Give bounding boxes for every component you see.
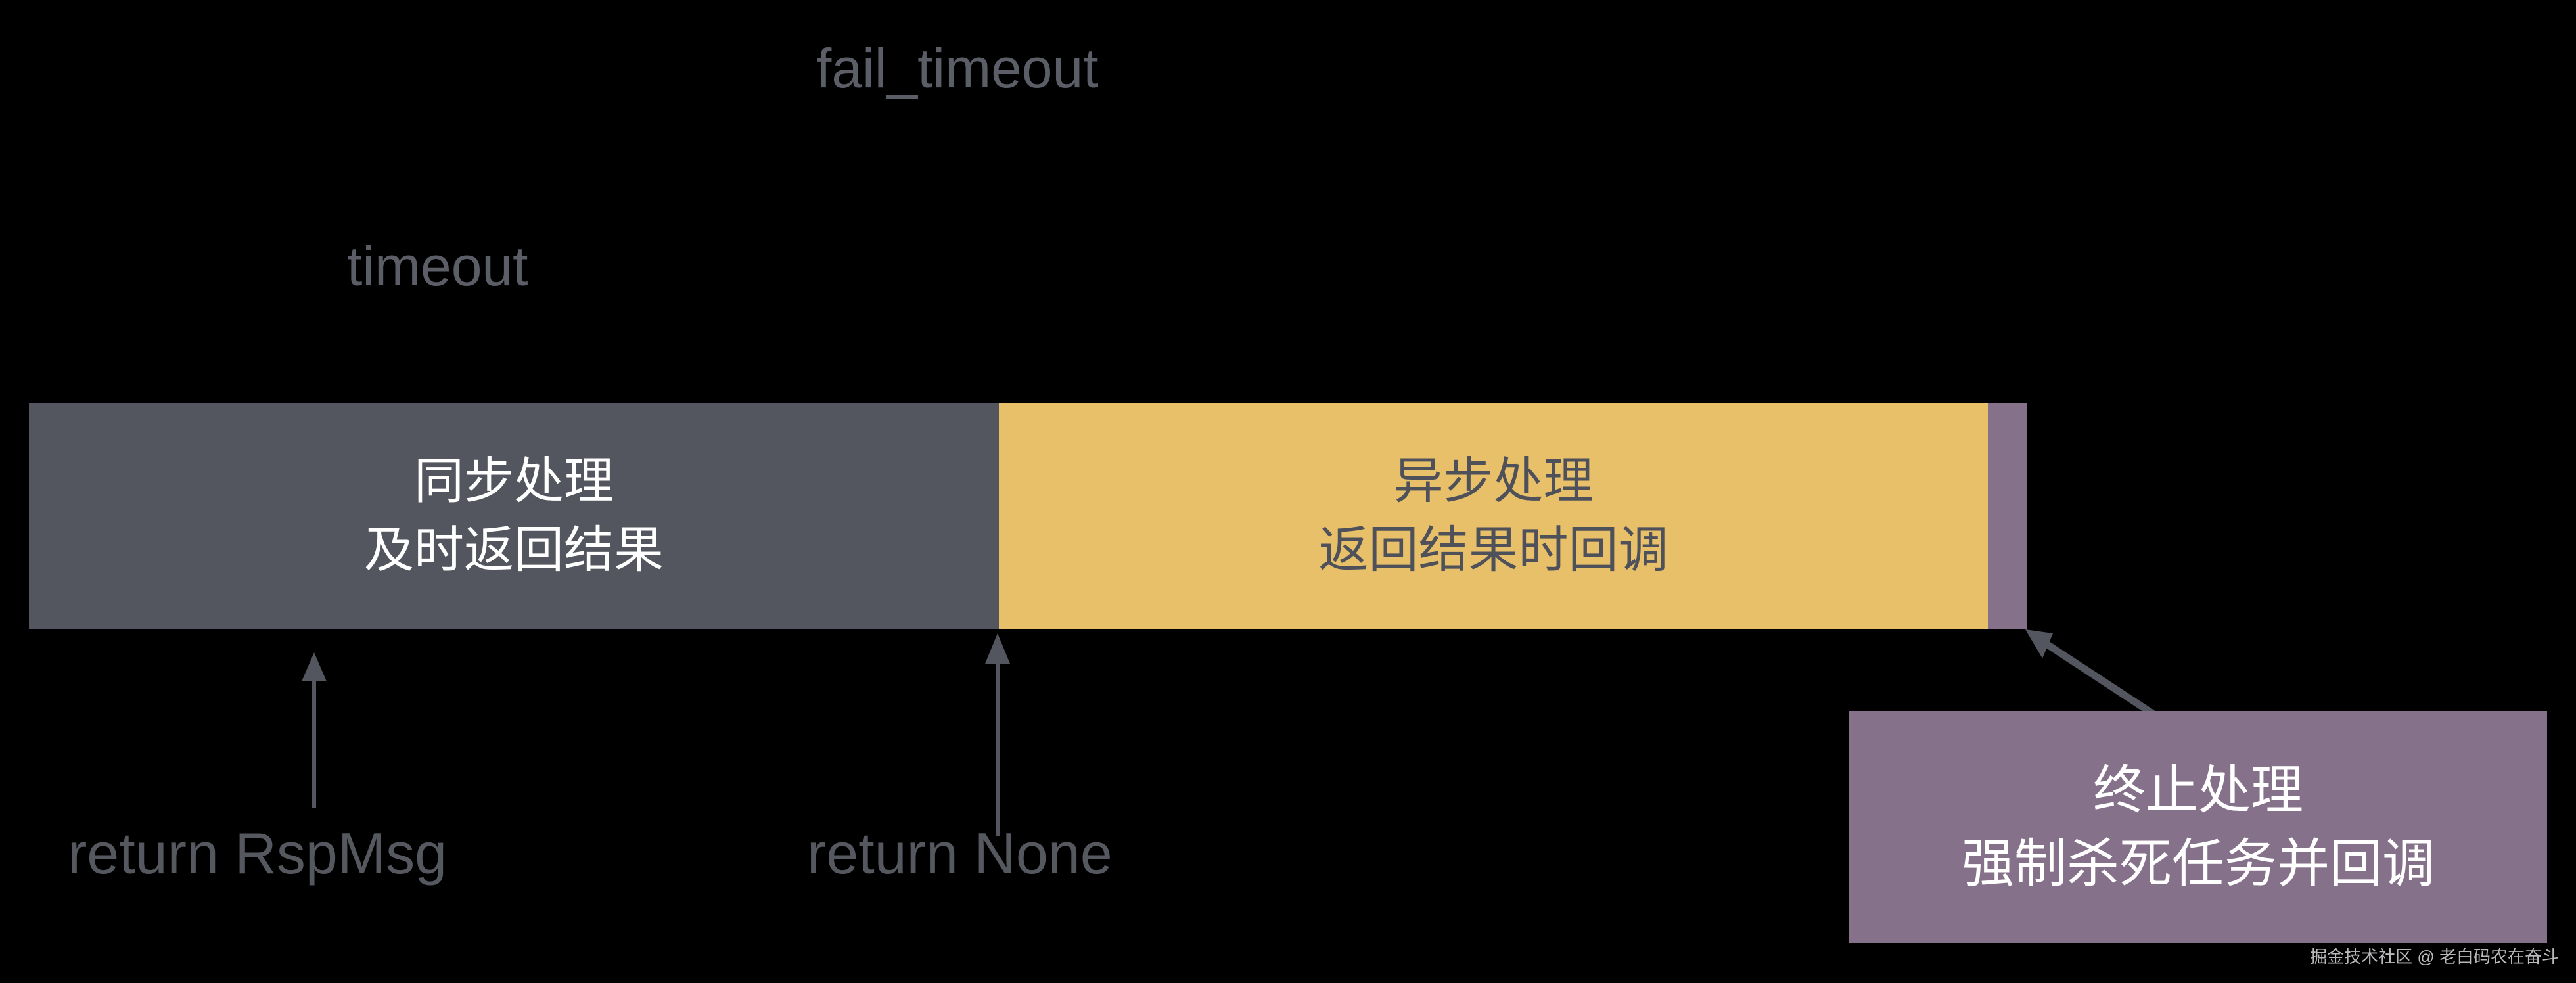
timeline-segment-sync: 同步处理 及时返回结果: [29, 403, 999, 629]
watermark: 掘金技术社区 @ 老白码农在奋斗: [2310, 947, 2559, 967]
arrow-up-icon-return-rspmsg: [302, 652, 327, 808]
segment-async-line1: 异步处理: [1393, 453, 1594, 510]
segment-sync-line1: 同步处理: [414, 453, 614, 510]
timeline-bar: 同步处理 及时返回结果 异步处理 返回结果时回调: [29, 403, 2027, 629]
segment-async-line2: 返回结果时回调: [1318, 522, 1668, 578]
callout-line2: 强制杀死任务并回调: [1962, 834, 2435, 893]
timeline-segment-async: 异步处理 返回结果时回调: [999, 403, 1988, 629]
code-label-return-rspmsg: return RspMsg: [68, 821, 448, 886]
callout-line1: 终止处理: [2093, 760, 2303, 819]
timeline-segment-terminate: [1988, 403, 2027, 629]
callout-box-terminate: 终止处理 强制杀死任务并回调: [1849, 711, 2547, 943]
annotation-label-fail-timeout: fail_timeout: [816, 37, 1099, 99]
arrow-up-icon-return-none: [985, 633, 1010, 836]
segment-sync-line2: 及时返回结果: [364, 522, 664, 578]
annotation-label-timeout: timeout: [347, 235, 528, 297]
code-label-return-none: return None: [807, 821, 1113, 886]
